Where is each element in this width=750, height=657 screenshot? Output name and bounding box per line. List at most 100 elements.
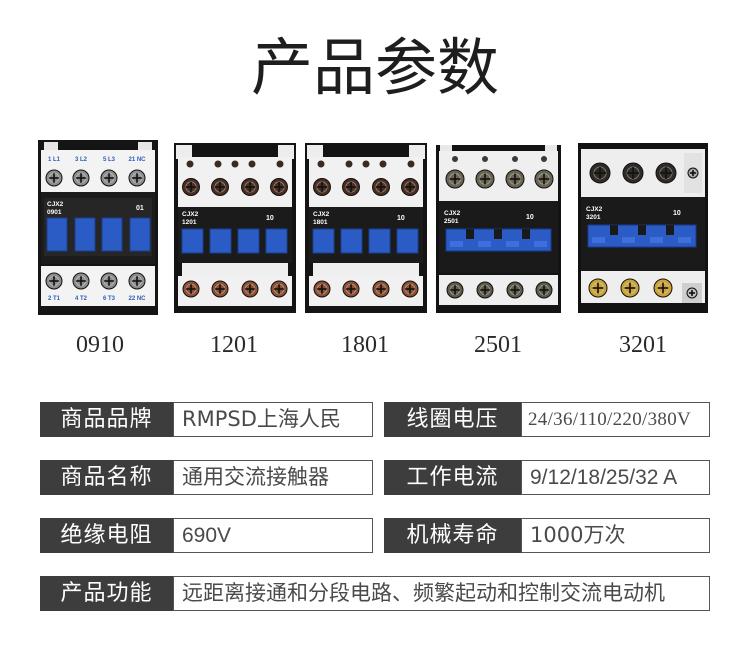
terminal-screw — [653, 278, 673, 298]
slider-highlight — [534, 241, 547, 247]
blue-button — [340, 228, 363, 254]
insulation-label: 绝缘电阻 — [40, 518, 173, 553]
slider-highlight — [506, 241, 519, 247]
blue-button — [74, 217, 96, 252]
terminal-label: 22 NC — [128, 296, 146, 302]
contact-code-text: 01 — [136, 205, 144, 212]
terminal-screw — [182, 178, 200, 196]
slider-notch — [666, 225, 674, 235]
slider-highlight — [650, 237, 663, 243]
model-series-text: CJX2 — [586, 206, 603, 213]
coil-voltage-label: 线圈电压 — [384, 402, 521, 437]
blue-button — [265, 228, 288, 254]
terminal-label: 4 T2 — [75, 296, 88, 302]
brand-label: 商品品牌 — [40, 402, 173, 437]
terminal-screw — [128, 169, 146, 187]
terminal-screw — [475, 169, 495, 189]
model-number-text: 1201 — [182, 219, 197, 226]
terminal-screw — [45, 272, 63, 290]
terminal-nub — [317, 160, 325, 168]
blue-button — [46, 217, 68, 252]
terminal-screw — [211, 280, 229, 298]
terminal-screw — [687, 167, 699, 179]
slider-highlight — [450, 241, 463, 247]
working-current-value: 9/12/18/25/32 A — [521, 460, 710, 495]
contact-code-text: 10 — [673, 210, 681, 217]
terminal-nub — [231, 160, 239, 168]
terminal-screw — [45, 169, 63, 187]
housing-part — [138, 142, 152, 150]
terminal-screw — [534, 169, 554, 189]
terminal-nub — [186, 160, 194, 168]
blue-button — [237, 228, 260, 254]
terminal-label: 1 L1 — [48, 157, 61, 163]
blue-button — [181, 228, 204, 254]
model-series-text: CJX2 — [47, 201, 64, 208]
terminal-label: 5 L3 — [103, 157, 116, 163]
terminal-screw — [686, 287, 698, 299]
product-caption: 1201 — [210, 332, 258, 358]
terminal-screw — [128, 272, 146, 290]
blue-button — [368, 228, 391, 254]
blue-button — [312, 228, 335, 254]
terminal-nub — [276, 160, 284, 168]
terminal-screw — [270, 280, 288, 298]
terminal-screw — [589, 162, 611, 184]
terminal-label: 21 NC — [128, 157, 146, 163]
terminal-nub — [362, 160, 370, 168]
terminal-nub — [345, 160, 353, 168]
blue-button — [396, 228, 419, 254]
terminal-screw — [622, 162, 644, 184]
terminal-screw — [211, 178, 229, 196]
terminal-screw — [100, 272, 118, 290]
model-number-text: 0901 — [47, 209, 62, 216]
slider-notch — [466, 229, 474, 239]
terminal-screw — [270, 178, 288, 196]
terminal-screw — [241, 280, 259, 298]
terminal-screw — [620, 278, 640, 298]
terminal-screw — [342, 280, 360, 298]
function-label: 产品功能 — [40, 576, 173, 611]
terminal-screw — [655, 162, 677, 184]
terminal-nub — [248, 160, 256, 168]
terminal-screw — [313, 280, 331, 298]
terminal-screw — [182, 280, 200, 298]
terminal-screw — [241, 178, 259, 196]
mechanical-life-label: 机械寿命 — [384, 518, 521, 553]
terminal-screw — [588, 278, 608, 298]
housing-part — [440, 145, 452, 153]
terminal-nub — [214, 160, 222, 168]
terminal-screw — [313, 178, 331, 196]
terminal-nub — [379, 160, 387, 168]
product-caption: 3201 — [619, 332, 667, 358]
brand-value: RMPSD上海人民 — [173, 402, 373, 437]
product-caption: 2501 — [474, 332, 522, 358]
blue-button — [129, 217, 151, 252]
terminal-screw — [72, 169, 90, 187]
model-number-text: 2501 — [444, 218, 459, 225]
terminal-screw — [342, 178, 360, 196]
label-strip — [313, 263, 419, 276]
contact-code-text: 10 — [266, 215, 274, 222]
mechanical-life-value: 1000万次 — [521, 518, 710, 553]
slider-highlight — [622, 237, 635, 243]
product-caption: 1801 — [341, 332, 389, 358]
housing-part — [44, 142, 58, 150]
insulation-value: 690V — [173, 518, 373, 553]
terminal-screw — [476, 281, 494, 299]
slider-highlight — [678, 237, 691, 243]
blue-button — [101, 217, 123, 252]
function-value: 远距离接通和分段电路、频繁起动和控制交流电动机 — [173, 576, 710, 611]
coil-voltage-value: 24/36/110/220/380V — [521, 402, 710, 437]
housing-part — [176, 145, 192, 159]
slider-notch — [494, 229, 502, 239]
terminal-screw — [72, 272, 90, 290]
product-caption: 0910 — [76, 332, 124, 358]
terminal-label: 2 T1 — [48, 296, 61, 302]
housing-part — [307, 145, 323, 159]
terminal-screw — [445, 169, 465, 189]
